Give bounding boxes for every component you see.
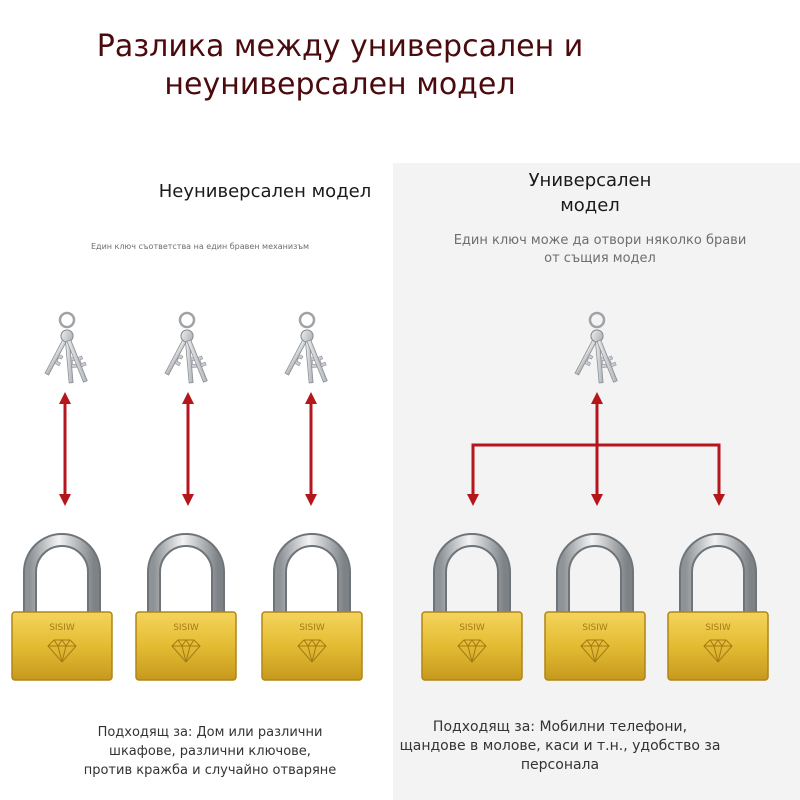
non-universal-heading-text: Неуниверсален модел — [158, 181, 372, 202]
universal-heading-line-2: модел — [560, 195, 620, 216]
page-title: Разлика между универсален и неуниверсале… — [40, 28, 640, 104]
padlock-icon — [262, 540, 362, 680]
page-title-line-1: Разлика между универсален и — [96, 29, 584, 64]
non-universal-heading: Неуниверсален модел — [110, 179, 420, 204]
key-bunch-icon — [570, 311, 624, 385]
padlock-icon — [668, 540, 768, 680]
universal-subtitle: Един ключ може да отвори няколко брави о… — [410, 232, 790, 268]
universal-caption-line-1: Подходящ за: Мобилни телефони, — [432, 719, 688, 735]
universal-caption-line-3: персонала — [520, 757, 600, 773]
padlock-icon — [12, 540, 112, 680]
non-universal-caption: Подходящ за: Дом или различни шкафове, р… — [60, 723, 360, 780]
key-bunch-icon — [40, 311, 94, 385]
padlock-icon — [545, 540, 645, 680]
key-bunch-icon — [280, 311, 334, 385]
non-universal-subtitle: Един ключ съответства на един бравен мех… — [90, 242, 310, 251]
universal-subtitle-line-2: от същия модел — [544, 251, 656, 266]
non-universal-caption-line-1: Подходящ за: Дом или различни — [97, 725, 323, 740]
page-title-line-2: неуниверсален модел — [164, 67, 516, 102]
branch-arrow-icon — [467, 392, 725, 506]
universal-caption: Подходящ за: Мобилни телефони, щандове в… — [375, 718, 745, 775]
universal-heading: Универсален модел — [480, 168, 700, 218]
padlock-icon — [422, 540, 522, 680]
universal-subtitle-line-1: Един ключ може да отвори няколко брави — [453, 233, 747, 248]
universal-heading-line-1: Универсален — [528, 170, 652, 191]
non-universal-caption-line-2: шкафове, различни ключове, — [109, 744, 311, 759]
padlock-icon — [136, 540, 236, 680]
non-universal-caption-line-3: против кражба и случайно отваряне — [83, 763, 337, 778]
key-bunch-icon — [160, 311, 214, 385]
universal-caption-line-2: щандове в молове, каси и т.н., удобство … — [399, 738, 721, 754]
